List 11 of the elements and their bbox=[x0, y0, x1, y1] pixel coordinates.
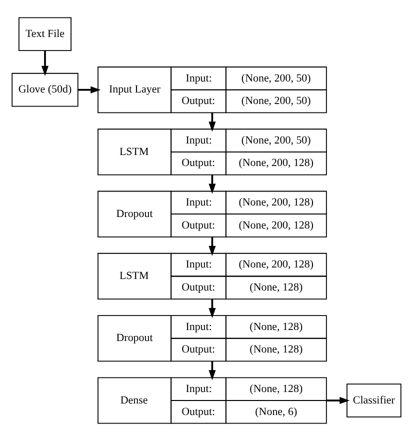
arrow bbox=[78, 86, 101, 93]
node-box: Text File bbox=[18, 16, 72, 50]
arrow bbox=[208, 112, 216, 132]
arrow bbox=[208, 236, 216, 256]
arrow bbox=[208, 360, 216, 380]
arrow bbox=[41, 50, 49, 76]
arrow bbox=[326, 396, 350, 404]
arrow bbox=[208, 298, 216, 318]
node-box: Classifier bbox=[346, 383, 402, 417]
arrow bbox=[208, 174, 216, 194]
node-box: Glove (50d) bbox=[12, 72, 78, 106]
